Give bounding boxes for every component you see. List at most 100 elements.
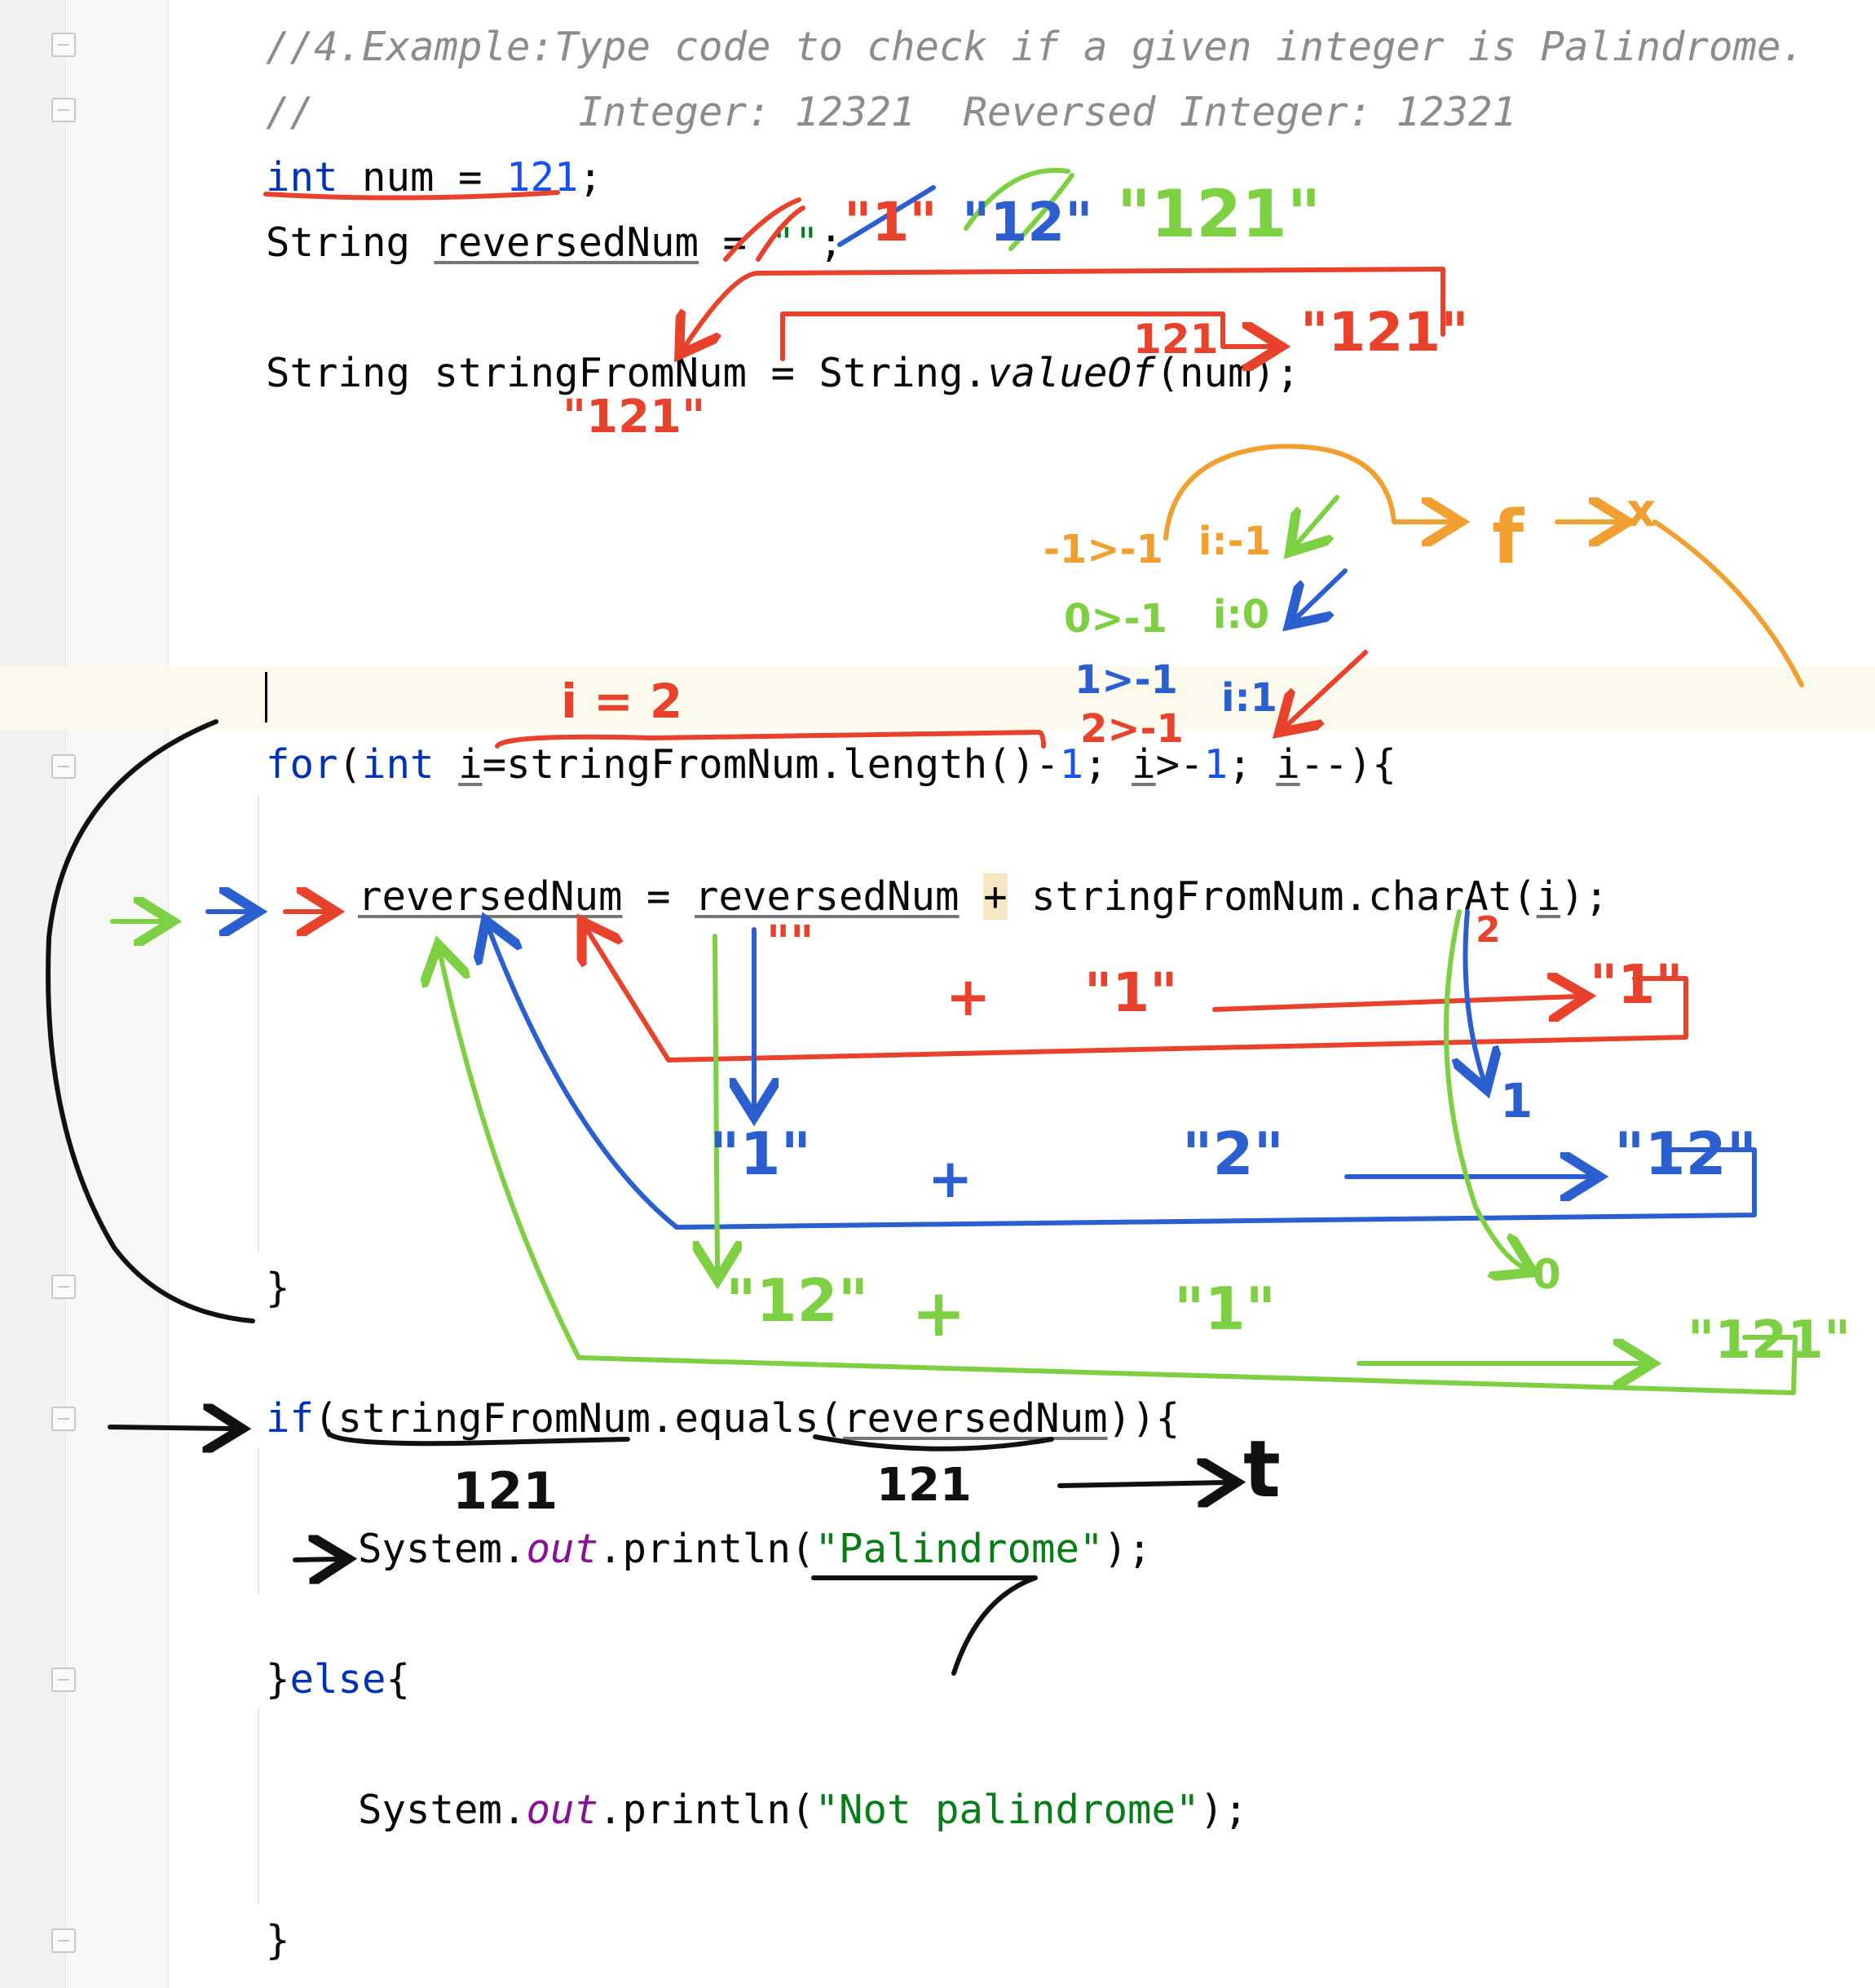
else-close-brace[interactable]: } [266,1917,290,1964]
if-line-end: )){ [1107,1395,1180,1442]
loop-bracket [46,719,255,1323]
not-palindrome-string: "Not palindrome" [814,1787,1200,1833]
iter3-lhs: "12" [726,1266,868,1335]
fold-toggle-icon[interactable] [51,33,76,57]
check-arrow [1296,495,1339,545]
print-palindrome-line[interactable]: System.out.println("Palindrome"); [358,1521,1152,1578]
flow-line [1212,996,1577,1009]
keyword-else: else [289,1656,386,1703]
fold-toggle-icon[interactable] [51,98,76,122]
loop-body-line[interactable]: reversedNum = reversedNum + stringFromNu… [358,868,1608,926]
indent-guide [258,1447,259,1594]
system-ref: System. [358,1787,527,1833]
condition-3: 1>-1 [1074,657,1178,703]
equals-call: .equals( [651,1395,844,1442]
i-equals-label: i = 2 [561,674,682,729]
strike-stroke [964,167,1074,251]
palindrome-string: "Palindrome" [814,1526,1104,1572]
flow-line [1163,444,1451,538]
keyword-if: if [266,1395,315,1442]
underline-stroke [325,1429,630,1447]
iter2-result: "12" [1614,1120,1757,1188]
close-brace: } [266,1656,290,1703]
open-brace: { [386,1656,411,1703]
if-line[interactable]: if(stringFromNum.equals(reversedNum)){ [266,1390,1180,1447]
iteration-1: i:-1 [1198,519,1271,564]
iter3-result: "121" [1688,1310,1851,1371]
iter2-index: 1 [1500,1073,1533,1129]
line-number-gutter [0,0,65,1988]
iteration-2: i:0 [1213,592,1269,638]
number-literal: 1 [1059,741,1084,788]
out-field: out [526,1787,599,1833]
flow-line [489,930,1757,1230]
print-not-palindrome-line[interactable]: System.out.println("Not palindrome"); [358,1782,1248,1839]
semicolon: ; [1083,741,1132,788]
flow-line [440,954,1798,1395]
paren-open: ( [338,741,363,788]
underline-stroke [495,730,1046,749]
else-line[interactable]: }else{ [266,1651,410,1708]
reversed-declaration-line[interactable]: String reversedNum = ""; [266,214,843,272]
exit-label: x [1626,484,1656,537]
flow-arrow [108,1427,232,1429]
comment-line-1[interactable]: //4.Example:Type code to check if a give… [266,24,1806,70]
text-caret [265,672,267,722]
underline-stroke [263,190,560,201]
fold-toggle-icon[interactable] [51,1668,76,1692]
comment-line-2[interactable]: // Integer: 12321 Reversed Integer: 1232… [266,89,1517,135]
reversed-value-2: "12" [962,191,1093,254]
for-loop-line[interactable]: for(int i=stringFromNum.length()-1; i>-1… [266,736,1396,793]
value-of-method: valueOf [987,350,1156,396]
loop-var-i: i [1132,741,1156,788]
statement-end: ); [1103,1526,1152,1572]
keyword-for: for [266,741,338,788]
check-arrow [1296,568,1348,618]
char-at-call: stringFromNum.charAt( [1007,873,1537,920]
fold-toggle-icon[interactable] [51,1407,76,1431]
indent-guide [258,1708,259,1904]
fold-toggle-icon[interactable] [51,1928,76,1953]
fold-toggle-icon[interactable] [51,754,76,779]
condition-1: -1>-1 [1043,527,1163,572]
string-from-num-value: "121" [562,391,705,444]
statement-end: ); [1560,873,1609,920]
flow-arrow [293,1559,338,1560]
iter3-char: "1" [1174,1275,1276,1343]
iter2-char: "2" [1182,1120,1284,1188]
underline-stroke [813,1434,1054,1451]
flow-line [587,930,1688,1062]
equals-right-value: 121 [876,1459,972,1512]
flow-line [1444,909,1524,1268]
flow-line [1466,909,1485,1080]
semicolon: ; [578,154,603,201]
value-of-arg: 121 [1133,316,1218,363]
condition-4: 2>-1 [1080,706,1184,752]
check-arrow [1286,650,1368,726]
false-label: f [1492,495,1524,581]
for-close-brace[interactable]: } [266,1265,290,1311]
strike-stroke [837,185,936,247]
bracket-line [685,267,1445,347]
equals-left-value: 121 [452,1461,558,1521]
iter1-index: 2 [1476,909,1501,951]
loop-var-i: i [458,741,483,788]
iter3-index: 0 [1533,1251,1561,1298]
iter2-plus: + [928,1147,973,1210]
condition-2: 0>-1 [1064,596,1167,642]
bracket-line [780,311,1272,359]
fold-gutter [65,0,169,1988]
comparison: >- [1155,741,1204,788]
reversed-num-var: reversedNum [695,873,960,920]
equals-sign: = [622,873,695,920]
statement-end: ); [1199,1787,1248,1833]
println-call: .println( [598,1526,815,1572]
fold-toggle-icon[interactable] [51,1275,76,1299]
strike-stroke [723,197,805,262]
semicolon: ; [1228,741,1277,788]
iter1-plus: + [946,965,990,1028]
reversed-num-var: reversedNum [843,1395,1108,1442]
underline-stroke [811,1575,1038,1676]
plus-operator: + [983,873,1008,920]
true-label: t [1243,1424,1281,1515]
